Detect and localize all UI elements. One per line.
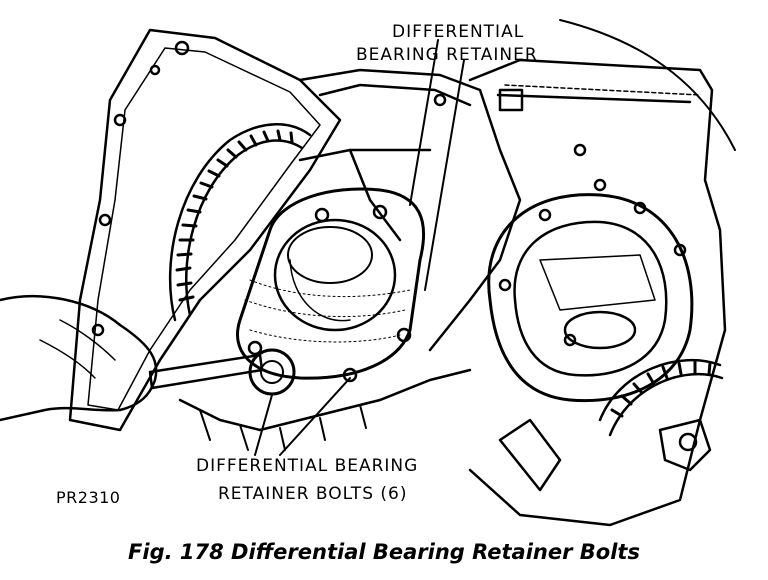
label-retainer-line-2: BEARING RETAINER — [356, 45, 538, 65]
lower-case — [178, 368, 472, 451]
technician-hand — [0, 294, 158, 422]
label-retainer-line-1: DIFFERENTIAL — [392, 22, 525, 42]
ring-gear-right — [598, 358, 724, 472]
case-flange — [68, 28, 342, 432]
bearing-retainer — [236, 187, 426, 383]
center-case — [298, 68, 607, 352]
figure-caption: Fig. 178 Differential Bearing Retainer B… — [128, 540, 640, 564]
figure-id: PR2310 — [56, 488, 121, 507]
label-bolts-line-1: DIFFERENTIAL BEARING — [196, 456, 419, 476]
extension-housing — [487, 193, 694, 492]
ring-gear-left — [168, 123, 312, 322]
leader-lines — [254, 39, 465, 456]
transaxle-illustration — [0, 19, 736, 527]
label-bolts-line-2: RETAINER BOLTS (6) — [218, 484, 408, 504]
rear-housing — [468, 19, 736, 527]
